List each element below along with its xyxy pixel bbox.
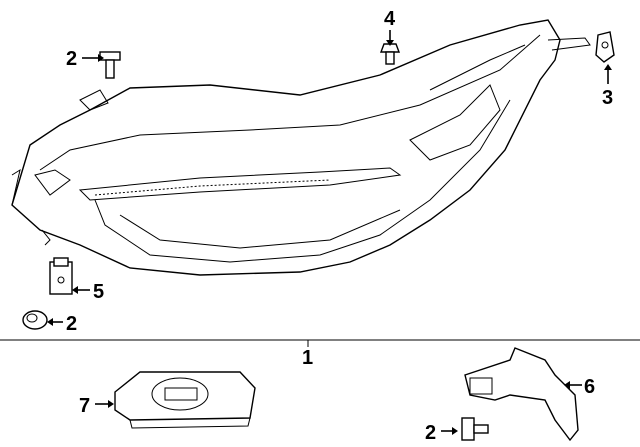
clip-nut-part-5 <box>49 257 73 295</box>
svg-text:4: 4 <box>384 8 396 30</box>
callout-3: 3 <box>602 64 613 109</box>
bracket-part-3 <box>595 31 615 63</box>
bolt-part-2-right <box>461 417 489 441</box>
callout-4: 4 <box>384 8 396 46</box>
headlamp-assembly <box>11 19 591 276</box>
svg-text:2: 2 <box>66 313 77 335</box>
svg-text:5: 5 <box>93 281 104 303</box>
svg-text:3: 3 <box>602 87 613 109</box>
svg-text:6: 6 <box>584 376 595 398</box>
callout-5: 5 <box>72 281 104 303</box>
callout-2-left: 2 <box>47 313 77 335</box>
screw-part-2-left <box>22 310 48 330</box>
callout-7: 7 <box>79 395 114 417</box>
bracket-part-6 <box>464 347 579 442</box>
callout-2-right: 2 <box>425 422 458 444</box>
svg-text:2: 2 <box>425 422 436 444</box>
clip-part-4 <box>379 43 401 65</box>
control-module-part-7 <box>114 371 256 429</box>
callout-1: 1 <box>302 347 313 369</box>
callout-6: 6 <box>564 376 595 398</box>
callout-2-top: 2 <box>66 48 104 70</box>
svg-text:2: 2 <box>66 48 77 70</box>
svg-text:7: 7 <box>79 395 90 417</box>
bolt-part-2-top <box>99 51 121 79</box>
